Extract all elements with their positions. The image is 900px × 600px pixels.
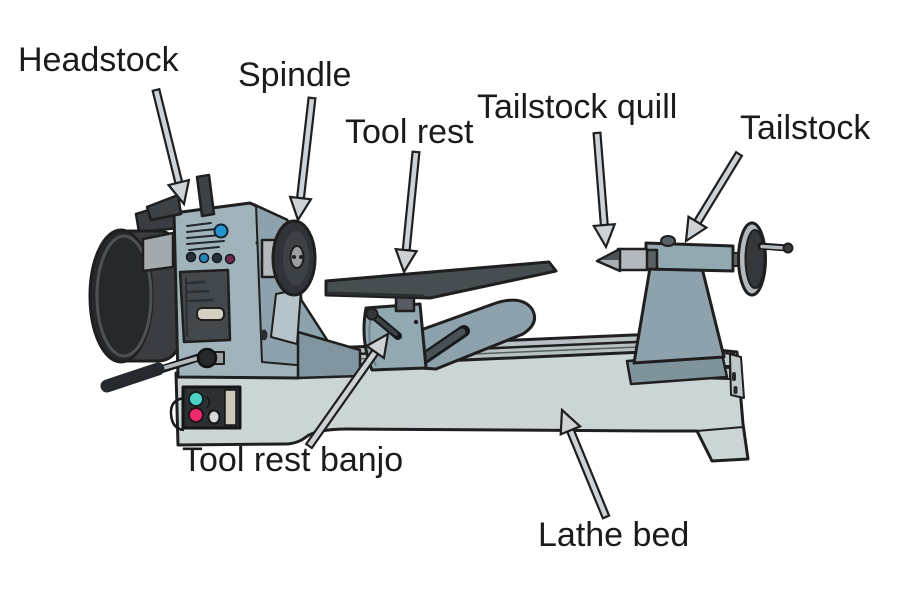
blue-knob: [213, 223, 229, 239]
label-tailstock: Tailstock: [740, 109, 871, 147]
hub-dot: [292, 255, 296, 259]
hub-dot: [299, 255, 303, 259]
panel-button: [196, 307, 225, 321]
label-spindle: Spindle: [238, 56, 352, 94]
spindle-arrow: [288, 96, 317, 223]
bed-foot-line: [696, 426, 744, 432]
clamp-handle: [373, 315, 398, 336]
tailstock-illustration: [595, 221, 794, 386]
tailstock-clamp-bump: [660, 235, 676, 247]
tool-rest-banjo-arrow: [304, 331, 390, 450]
speed-lever-rod: [158, 356, 200, 371]
bed-end-slot: [732, 372, 736, 381]
motor-cap: [141, 231, 175, 273]
lever-knob: [196, 347, 218, 369]
tailstock-quill-cylinder: [616, 247, 649, 272]
switch-detail: [205, 395, 210, 409]
tailstock-arrow: [684, 150, 744, 244]
tool-rest-illustration: [324, 260, 558, 300]
label-headstock: Headstock: [18, 41, 179, 79]
bed-end-slot: [733, 386, 738, 394]
switch-knob: [207, 409, 221, 425]
tailstock-center-cone-shade: [600, 251, 619, 260]
motor-ring: [95, 234, 153, 358]
control-panel: [169, 385, 242, 432]
lathe-bed-arrow: [559, 407, 611, 520]
label-tool-rest-banjo: Tool rest banjo: [182, 441, 404, 479]
banjo-lever: [417, 328, 466, 364]
spindle-hub: [289, 245, 305, 269]
handwheel-face: [744, 229, 766, 289]
switch-plate: [224, 389, 237, 426]
top-lever-stub: [195, 173, 216, 218]
top-left-bracket: [145, 193, 183, 222]
tool-rest-blade: [324, 260, 558, 300]
tailstock-column: [632, 266, 726, 365]
belt-cover-plate: [270, 288, 302, 345]
label-tool-rest: Tool rest: [345, 113, 474, 151]
handwheel-crank: [760, 244, 787, 250]
clamp-dot: [413, 319, 419, 325]
tool-rest-blade-shadow: [327, 291, 425, 298]
start-button: [188, 391, 204, 407]
headstock-arrow: [151, 87, 191, 207]
access-panel: [178, 268, 232, 344]
tailstock-quill-arrow: [591, 131, 617, 250]
label-lathe-bed: Lathe bed: [538, 516, 690, 554]
power-cord: [169, 396, 185, 432]
tool-rest-arrow: [394, 150, 421, 275]
access-panel-vents: [185, 277, 214, 337]
body-dot: [255, 241, 259, 245]
stop-button: [188, 407, 204, 423]
clamp-handle-ball: [365, 307, 379, 321]
label-tailstock-quill: Tailstock quill: [477, 88, 678, 126]
bed-end-cap: [729, 353, 745, 399]
callout-arrows: [151, 87, 744, 520]
speed-lever-grip: [100, 362, 165, 393]
knob-row: [185, 251, 236, 265]
pulley-cover: [296, 330, 362, 380]
crank-handle-tip: [782, 242, 794, 254]
tailstock-body: [644, 241, 735, 273]
headstock-illustration: [88, 173, 362, 393]
cover-hole: [260, 329, 268, 341]
